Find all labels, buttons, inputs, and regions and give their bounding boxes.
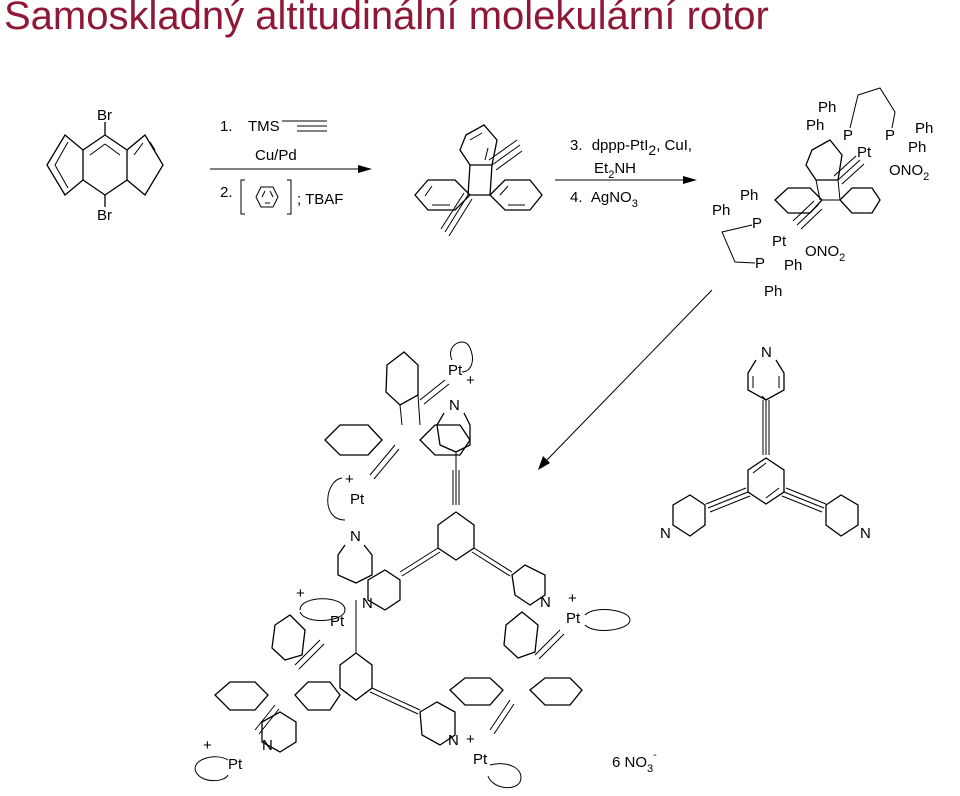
nitrogen-label: N	[448, 732, 459, 749]
nitrate-text: ONO	[805, 243, 839, 260]
platinum-label: Pt	[473, 751, 488, 768]
step2-reagent: ; TBAF	[297, 191, 343, 208]
dppp-chelate-arc	[327, 477, 346, 521]
charge-plus: +	[466, 731, 475, 748]
phenyl-label: Ph	[908, 139, 926, 156]
arrow-head-1	[358, 165, 372, 173]
platinum-label: Pt	[330, 613, 345, 630]
dppp-chelate-arc	[299, 598, 346, 621]
tripyridyl-ligand-molecule: N N N	[660, 344, 871, 542]
step1-catalyst: Cu/Pd	[255, 147, 297, 164]
arrow-head-3	[538, 456, 550, 470]
nitrogen-label: N	[540, 594, 551, 611]
dibromoanthracene-molecule: Br Br	[46, 107, 164, 224]
charge-plus: +	[345, 471, 354, 488]
charge-plus: +	[466, 372, 475, 389]
platinum-label: Pt	[350, 491, 365, 508]
platinum-label: Pt	[566, 610, 581, 627]
benzene-bracket-icon	[240, 179, 292, 215]
phenyl-label: Ph	[764, 283, 782, 300]
phenyl-label: Ph	[740, 187, 758, 204]
step4-reagent: AgNO	[591, 189, 632, 206]
step4-reagent-subscript: 3	[632, 198, 638, 210]
alkyne-triple-bond-icon	[282, 120, 327, 132]
counterion-subscript: 3	[647, 763, 653, 775]
phenyl-label: Ph	[806, 117, 824, 134]
page-title: Samoskladný altitudinální molekulární ro…	[4, 0, 769, 38]
counterion-text: 6 NO	[612, 754, 647, 771]
step3-text: 3. dppp-PtI2, CuI,	[570, 137, 692, 158]
phosphorus-label: P	[755, 255, 765, 272]
diethynyl-triptycene-molecule	[414, 124, 543, 237]
step4-text: 4. AgNO3	[570, 189, 638, 210]
arrow-head-2	[683, 176, 697, 184]
reaction-arrow-3	[544, 289, 713, 463]
dppp-chelate-arc	[194, 756, 229, 782]
step2-conditions: 3. dppp-PtI2, CuI, Et2NH 4. AgNO3	[555, 137, 697, 210]
step1-number: 1.	[220, 118, 233, 135]
nitrogen-label: N	[350, 528, 361, 545]
phosphorus-label: P	[752, 215, 762, 232]
dppp-chelate-arc	[584, 609, 631, 631]
phenyl-label: Ph	[784, 257, 802, 274]
nitrogen-label: N	[761, 344, 772, 361]
step3-reagent-subscript: 2	[648, 142, 656, 158]
phenyl-label: Ph	[915, 120, 933, 137]
step3-base-text: Et2NH	[594, 160, 636, 181]
step3-reagent: dppp-PtI	[592, 137, 649, 154]
step1-reagent-tms: TMS	[248, 118, 280, 135]
charge-plus: +	[203, 737, 212, 754]
step3-number: 3.	[570, 137, 583, 154]
counterion-label: 6 NO3-	[612, 749, 657, 775]
step3-base: Et	[594, 160, 609, 177]
dppp-chelate-arc	[487, 763, 522, 789]
bromine-label-bottom: Br	[97, 207, 112, 224]
platinum-label: Pt	[228, 756, 243, 773]
dppp-chelate-arc	[450, 341, 473, 373]
nitrate-text: ONO	[889, 162, 923, 179]
platinum-complex-molecule: Ph Ph P P Pt Ph Ph ONO2 Ph Ph P Pt P Ph …	[712, 87, 933, 300]
phenyl-label: Ph	[712, 202, 730, 219]
nitrogen-label: N	[362, 595, 373, 612]
step3-base-subscript: 2	[608, 169, 614, 181]
step1-conditions: 1. TMS Cu/Pd 2. ; TBAF	[210, 118, 372, 215]
step3-reagent-tail: , CuI,	[656, 137, 692, 154]
platinum-label: Pt	[448, 362, 463, 379]
nitrogen-label: N	[660, 525, 671, 542]
counterion-superscript: -	[653, 749, 657, 761]
platinum-label: Pt	[857, 144, 872, 161]
charge-plus: +	[568, 590, 577, 607]
bromine-label-top: Br	[97, 107, 112, 124]
charge-plus: +	[296, 585, 305, 602]
nitrate-subscript: 2	[839, 252, 845, 264]
phenyl-label: Ph	[818, 99, 836, 116]
step3-base-tail: NH	[614, 160, 636, 177]
nitrogen-label: N	[860, 525, 871, 542]
step4-number: 4.	[570, 189, 583, 206]
nitrate-ligand-label: ONO2	[889, 162, 929, 183]
phosphorus-label: P	[885, 127, 895, 144]
assembled-rotor-cage: Pt + N + Pt N N + Pt N + Pt	[194, 341, 657, 789]
phosphorus-label: P	[843, 127, 853, 144]
step2-number: 2.	[220, 184, 233, 201]
nitrogen-label: N	[449, 397, 460, 414]
platinum-label: Pt	[772, 233, 787, 250]
nitrate-subscript: 2	[923, 171, 929, 183]
nitrogen-label: N	[262, 737, 273, 754]
nitrate-ligand-label: ONO2	[805, 243, 845, 264]
